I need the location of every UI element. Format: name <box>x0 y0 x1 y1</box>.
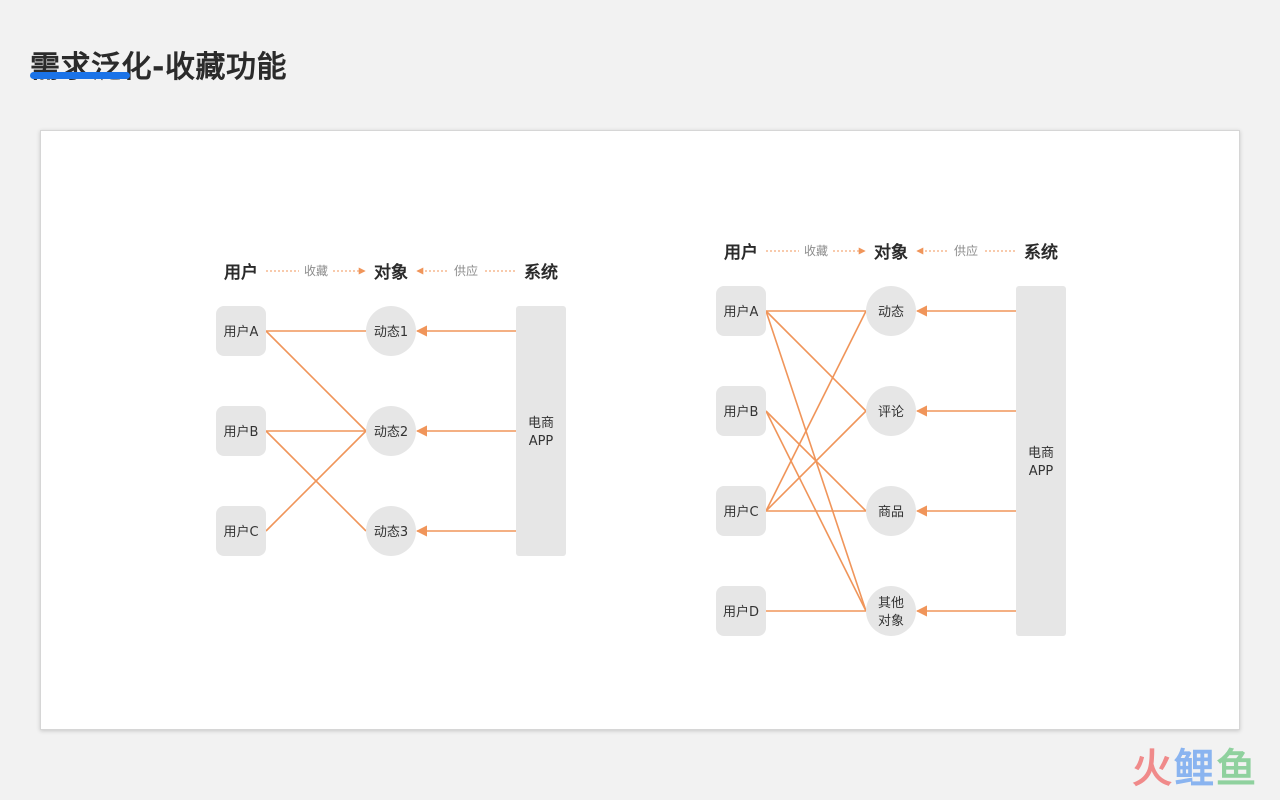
right-edge-c-dongtai <box>765 310 867 512</box>
left-supply-lines <box>415 325 516 537</box>
right-header-system: 系统 <box>1024 242 1058 263</box>
watermark-logo: 火鲤鱼 <box>1132 736 1258 794</box>
left-user-node-b <box>216 406 266 456</box>
left-object-node-3 <box>366 506 416 556</box>
right-edge-a-pinglun <box>765 310 867 412</box>
right-object-label-qita-2: 对象 <box>878 614 904 629</box>
left-object-node-2 <box>366 406 416 456</box>
diagram-svg: 用户 对象 系统 收藏 供应 用户 <box>216 242 1066 636</box>
left-collect-label: 收藏 <box>304 264 328 278</box>
left-header-system: 系统 <box>524 262 558 283</box>
right-user-node-c <box>716 486 766 536</box>
left-object-label-1: 动态1 <box>374 325 408 340</box>
title-underline <box>30 72 130 79</box>
right-user-node-d <box>716 586 766 636</box>
watermark-char-2: 鲤 <box>1174 746 1216 792</box>
right-header-users: 用户 <box>724 242 758 263</box>
right-system-label-1: 电商 <box>1028 446 1054 461</box>
left-user-label-b: 用户B <box>224 424 259 440</box>
right-edge-c-pinglun <box>765 410 867 512</box>
right-object-label-pinglun: 评论 <box>878 405 904 420</box>
left-system-label-2: APP <box>529 434 554 449</box>
right-supply-label: 供应 <box>954 243 978 258</box>
left-system-label-1: 电商 <box>528 416 554 431</box>
right-header-objects: 对象 <box>874 242 908 263</box>
left-edge-a-2 <box>265 330 367 432</box>
right-system-label-2: APP <box>1029 464 1054 479</box>
left-header-users: 用户 <box>224 262 258 283</box>
left-header-objects: 对象 <box>374 262 408 283</box>
left-diagram: 用户 对象 系统 收藏 供应 用户 <box>216 262 566 556</box>
left-connections <box>265 330 367 532</box>
right-object-label-dongtai: 动态 <box>878 305 904 320</box>
left-supply-label: 供应 <box>454 263 478 278</box>
right-object-label-shangpin: 商品 <box>878 505 904 520</box>
right-diagram: 用户 对象 系统 收藏 供应 <box>716 242 1066 636</box>
right-system-node <box>1016 286 1066 636</box>
right-supply-lines <box>915 305 1016 617</box>
left-system-node <box>516 306 566 556</box>
right-collect-label: 收藏 <box>804 244 828 258</box>
right-user-label-d: 用户D <box>723 604 759 620</box>
left-user-node-c <box>216 506 266 556</box>
right-connections <box>765 310 867 612</box>
left-user-label-c: 用户C <box>223 524 258 540</box>
right-user-label-a: 用户A <box>724 304 759 320</box>
page-title: 需求泛化-收藏功能 <box>30 50 287 85</box>
left-edge-c-2 <box>265 430 367 532</box>
right-object-node-shangpin <box>866 486 916 536</box>
right-user-node-a <box>716 286 766 336</box>
left-user-label-a: 用户A <box>224 324 259 340</box>
right-object-label-qita-1: 其他 <box>878 596 904 611</box>
right-object-node-qita <box>866 586 916 636</box>
right-user-node-b <box>716 386 766 436</box>
left-user-node-a <box>216 306 266 356</box>
right-object-node-dongtai <box>866 286 916 336</box>
diagram-canvas: 用户 对象 系统 收藏 供应 用户 <box>40 130 1240 730</box>
watermark-char-3: 鱼 <box>1216 746 1258 792</box>
left-object-node-1 <box>366 306 416 356</box>
right-user-label-c: 用户C <box>723 504 758 520</box>
left-object-label-3: 动态3 <box>374 525 408 540</box>
right-object-node-pinglun <box>866 386 916 436</box>
left-object-label-2: 动态2 <box>374 425 408 440</box>
right-user-label-b: 用户B <box>724 404 759 420</box>
watermark-char-1: 火 <box>1132 746 1174 792</box>
